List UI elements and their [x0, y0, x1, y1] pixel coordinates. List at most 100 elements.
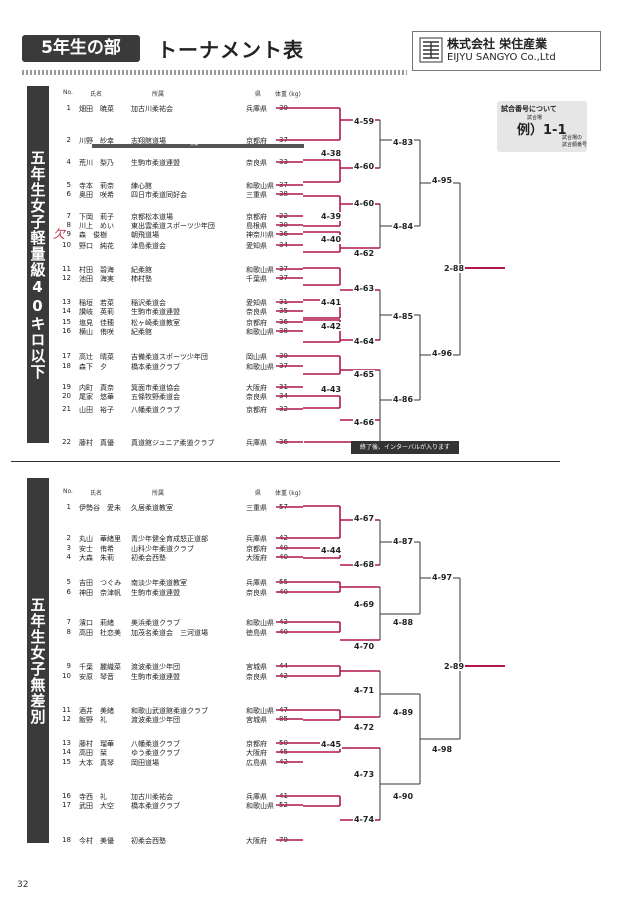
entry-name: 寺西 礼 [79, 793, 107, 801]
entry-number: 11 [62, 706, 71, 714]
entry-name: 吉田 つぐみ [79, 579, 122, 587]
match-label: 4-69 [353, 600, 376, 609]
page-number: 32 [17, 880, 29, 890]
entry-prefecture: 奈良県 [246, 589, 267, 597]
entry-name: 川野 紗幸 [79, 137, 114, 145]
entry-prefecture: 京都府 [246, 137, 267, 145]
entry-name: 大森 朱莉 [79, 554, 114, 562]
match-label: 4-90 [392, 792, 415, 801]
match-label: 4-65 [353, 370, 376, 379]
entry-number: 4 [66, 158, 71, 166]
entry-number: 13 [62, 739, 71, 747]
entry-name: 川上 めい [79, 222, 114, 230]
entry-prefecture: 徳島県 [246, 629, 267, 637]
entry-name: 横山 侑咲 [79, 328, 114, 336]
entry-prefecture: 三重県 [246, 504, 267, 512]
entry-prefecture: 兵庫県 [246, 535, 267, 543]
entry-prefecture: 和歌山県 [246, 802, 274, 810]
col-header-pref: 県 [255, 490, 262, 497]
entry-name: 高田 杜恋美 [79, 629, 121, 637]
dotted-rule [22, 70, 407, 75]
entry-name: 讃岐 英莉 [79, 308, 114, 316]
entry-name: 今村 美優 [79, 837, 114, 845]
entry-number: 4 [66, 553, 71, 561]
entry-number: 16 [62, 327, 71, 335]
entry-club: 山科少年柔道クラブ [131, 545, 194, 553]
page-title: トーナメント表 [157, 38, 304, 62]
entry-club: 加古川柔祐会 [131, 793, 173, 801]
entry-prefecture: 兵庫県 [246, 439, 267, 447]
entry-club: 稲沢柔道会 [131, 299, 166, 307]
section-divider [11, 461, 560, 462]
entry-club: 松ヶ崎柔道教室 [131, 319, 180, 327]
legend-example: 例）1-1 [517, 123, 567, 138]
match-label: 4-98 [431, 745, 454, 754]
entry-name: 藤村 瑠華 [79, 740, 114, 748]
entry-prefecture: 京都府 [246, 319, 267, 327]
entry-club: 和歌山武道館柔道クラブ [131, 707, 208, 715]
entry-name: 千葉 麗織菜 [79, 663, 121, 671]
entry-prefecture: 和歌山県 [246, 182, 274, 190]
entry-prefecture: 岡山県 [246, 353, 267, 361]
entry-name: 森下 夕 [79, 363, 107, 371]
match-label: 4-95 [431, 176, 454, 185]
entry-name: 下岡 莉子 [79, 213, 114, 221]
match-label: 4-68 [353, 560, 376, 569]
sponsor-name-jp: 株式会社 栄住産業 [447, 37, 548, 51]
match-label: 4-96 [431, 349, 454, 358]
match-label: 4-38 [320, 149, 343, 158]
entry-number: 19 [62, 383, 71, 391]
match-label: 4-83 [392, 138, 415, 147]
entry-name: 森 俊樹 [79, 231, 107, 239]
entry-name: 奥田 咲希 [79, 191, 114, 199]
entry-club: 南淡少年柔道教室 [131, 579, 187, 587]
entry-number: 8 [66, 221, 71, 229]
entry-name: 高辻 晴菜 [79, 353, 114, 361]
entry-prefecture: 和歌山県 [246, 707, 274, 715]
entry-club: 生駒市柔道連盟 [131, 673, 180, 681]
entry-prefecture: 和歌山県 [246, 266, 274, 274]
entry-club: 紀柔館 [131, 328, 152, 336]
entry-prefecture: 和歌山県 [246, 328, 274, 336]
entry-name: 畑田 暁菜 [79, 105, 114, 113]
entry-prefecture: 宮城県 [246, 716, 267, 724]
entry-number: 1 [66, 104, 71, 112]
entry-club: ゆう柔道クラブ [131, 749, 180, 757]
entry-number: 1 [66, 503, 71, 511]
entry-prefecture: 奈良県 [246, 673, 267, 681]
match-label: 4-42 [320, 322, 343, 331]
entry-club: 渡波柔道少年団 [131, 663, 180, 671]
col-header-club: 所属 [152, 91, 165, 98]
col-header-club: 所属 [152, 490, 165, 497]
entry-name: 尾家 悠華 [79, 393, 114, 401]
entry-number: 14 [62, 748, 71, 756]
entry-number: 10 [62, 672, 71, 680]
match-label: 4-43 [320, 385, 343, 394]
entry-club: 真道館ジュニア柔道クラブ [131, 439, 215, 447]
match-label: 4-97 [431, 573, 454, 582]
col-header-no: No. [63, 89, 73, 96]
entry-name: 塩見 佳穂 [79, 319, 114, 327]
entry-number: 11 [62, 265, 71, 273]
entry-number: 15 [62, 318, 71, 326]
entry-number: 10 [62, 241, 71, 249]
entry-name: 伊勢谷 愛未 [79, 504, 121, 512]
entry-club: 初柔会西塾 [131, 837, 166, 845]
entry-club: 美浜柔道クラブ [131, 619, 180, 627]
match-label: 4-66 [353, 418, 376, 427]
entry-club: 生駒市柔道連盟 [131, 589, 180, 597]
entry-club: 四日市柔道同好会 [131, 191, 187, 199]
entry-club: 岡田道場 [131, 759, 159, 767]
entry-number: 6 [66, 588, 71, 596]
entry-prefecture: 京都府 [246, 213, 267, 221]
match-number-legend: 試合番号について 試合場 例）1-1 試合場の 試合順番号 [497, 101, 587, 152]
match-label: 4-67 [353, 514, 376, 523]
entry-number: 9 [66, 230, 71, 238]
match-label: 4-60 [353, 162, 376, 171]
match-label: 4-40 [320, 235, 343, 244]
entry-number: 2 [66, 534, 71, 542]
entry-club: 五條牧野柔道会 [131, 393, 180, 401]
match-label: 4-59 [353, 117, 376, 126]
entry-club: 青少年健全育成怒正道部 [131, 535, 208, 543]
entry-number: 5 [66, 578, 71, 586]
